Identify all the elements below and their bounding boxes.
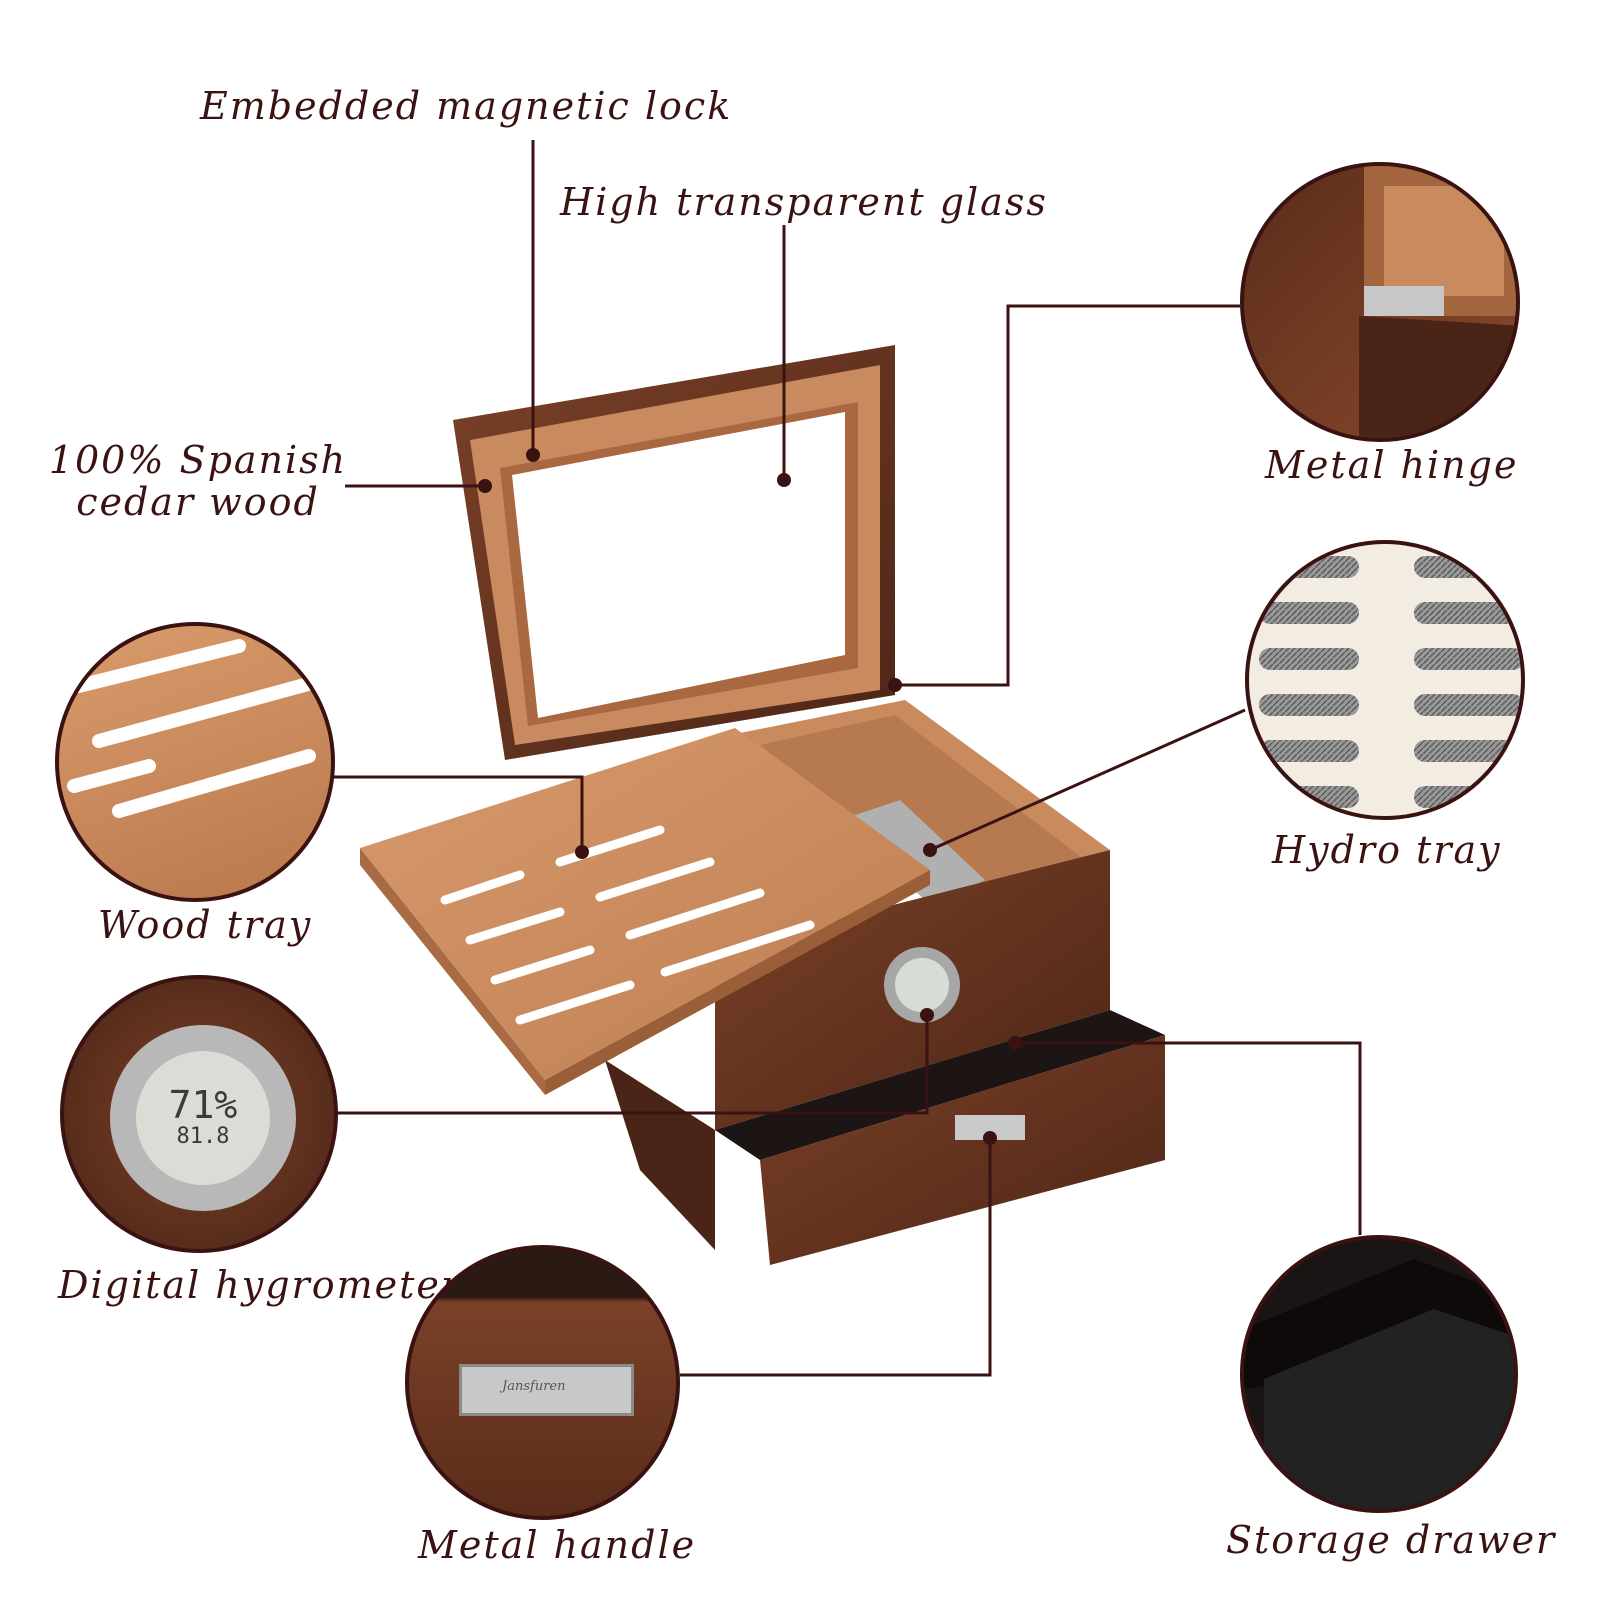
label-cedar-line2: cedar wood <box>76 479 320 524</box>
label-cedar-line1: 100% Spanish <box>48 438 348 482</box>
wood-tray <box>360 728 930 1095</box>
humidity-readout: 71% <box>168 1082 238 1127</box>
humidor-body <box>605 700 1165 1265</box>
temperature-readout: 81.8 <box>176 1123 230 1149</box>
glass-panel <box>512 412 845 718</box>
humidor-lid <box>453 345 895 760</box>
label-glass: High transparent glass <box>560 180 1048 224</box>
handle-plate: Jansfuren <box>459 1364 634 1416</box>
label-storage-drawer: Storage drawer <box>1226 1518 1557 1562</box>
handle-brand-text: Jansfuren <box>502 1379 566 1394</box>
hinge-metal <box>1364 286 1444 316</box>
detail-hydro-tray <box>1245 540 1525 820</box>
label-hydro-tray: Hydro tray <box>1272 828 1502 872</box>
label-cedar-wood: 100% Spanish cedar wood <box>48 438 348 524</box>
callout-lines <box>325 140 1362 1377</box>
detail-metal-handle: Jansfuren <box>405 1245 680 1520</box>
drawer-lining <box>715 1010 1165 1160</box>
drawer-front <box>760 1035 1165 1265</box>
label-metal-hinge: Metal hinge <box>1265 443 1519 487</box>
label-metal-handle: Metal handle <box>418 1523 697 1567</box>
label-hygrometer: Digital hygrometer <box>58 1263 462 1307</box>
detail-hygrometer: 71% 81.8 <box>60 975 338 1253</box>
label-magnetic-lock: Embedded magnetic lock <box>200 84 733 128</box>
detail-metal-hinge <box>1240 162 1520 442</box>
label-wood-tray: Wood tray <box>98 903 313 947</box>
detail-wood-tray <box>55 622 335 902</box>
hydro-tray-inside <box>840 800 985 905</box>
detail-storage-drawer <box>1240 1235 1518 1513</box>
hygrometer-screen: 71% 81.8 <box>136 1051 270 1185</box>
